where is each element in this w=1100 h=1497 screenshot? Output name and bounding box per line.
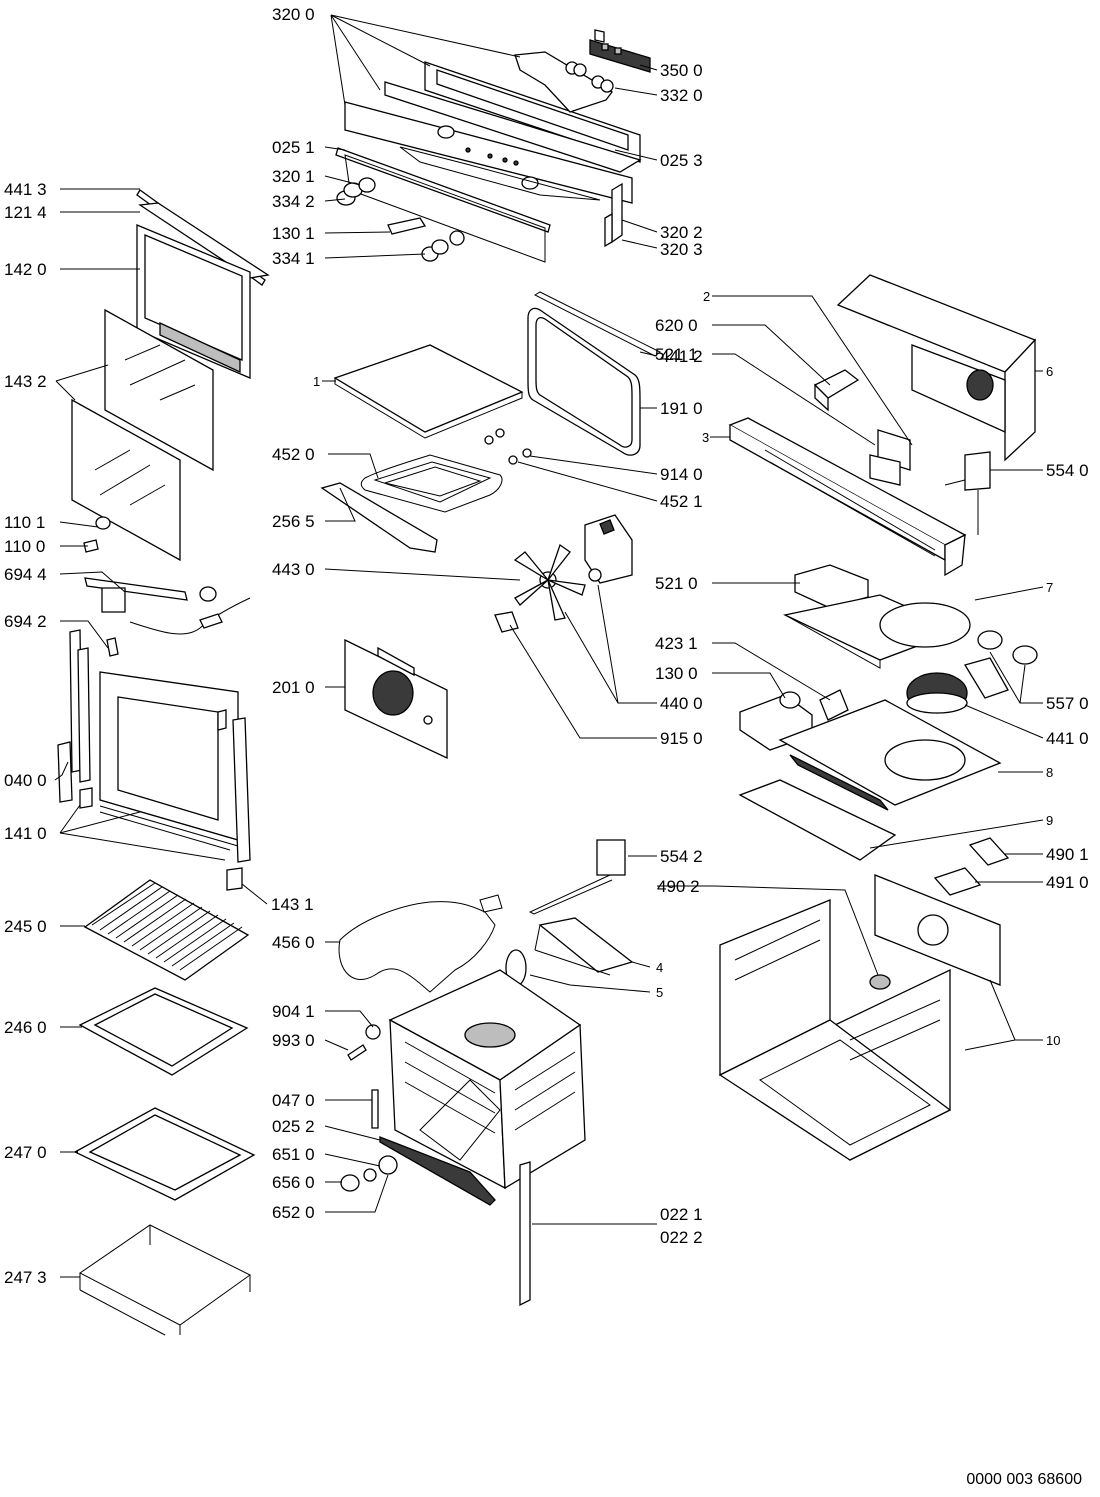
callout-number: 7 — [1046, 580, 1053, 595]
part-label: 334 1 — [272, 249, 315, 268]
callout-number: 6 — [1046, 364, 1053, 379]
part-label: 441 3 — [4, 180, 47, 199]
callout-number: 10 — [1046, 1033, 1060, 1048]
door-assembly — [57, 189, 270, 891]
part-number-labels: 320 0 350 0 332 0 025 1 025 3 320 1 334 … — [4, 5, 1089, 1287]
part-label: 110 1 — [4, 513, 45, 532]
part-label: 320 3 — [660, 240, 703, 259]
document-code: 0000 003 68600 — [966, 1471, 1082, 1488]
callout-number: 8 — [1046, 765, 1053, 780]
part-label: 025 1 — [272, 138, 315, 157]
part-label: 490 1 — [1046, 845, 1089, 864]
part-label: 915 0 — [660, 729, 703, 748]
part-label: 694 2 — [4, 612, 47, 631]
part-label: 247 3 — [4, 1268, 47, 1287]
part-label: 143 1 — [271, 895, 314, 914]
part-label: 025 2 — [272, 1117, 315, 1136]
part-label: 332 0 — [660, 86, 703, 105]
accessories — [73, 879, 256, 1336]
part-label: 914 0 — [660, 465, 703, 484]
part-label: 320 1 — [272, 167, 315, 186]
callout-number: 2 — [703, 289, 710, 304]
part-label: 320 2 — [660, 223, 703, 242]
part-label: 423 1 — [655, 634, 698, 653]
part-label: 130 1 — [272, 224, 315, 243]
part-label: 246 0 — [4, 1018, 47, 1037]
part-label: 554 0 — [1046, 461, 1089, 480]
callout-number: 3 — [702, 430, 709, 445]
part-label: 490 2 — [657, 877, 700, 896]
part-label: 040 0 — [4, 771, 47, 790]
part-label: 245 0 — [4, 917, 47, 936]
control-panel-assembly — [335, 29, 651, 263]
callout-number: 9 — [1046, 813, 1053, 828]
part-label: 334 2 — [272, 192, 315, 211]
part-label: 656 0 — [272, 1173, 315, 1192]
part-label: 191 0 — [660, 399, 703, 418]
part-label: 521 1 — [655, 345, 698, 364]
part-label: 456 0 — [272, 933, 315, 952]
part-label: 620 0 — [655, 316, 698, 335]
part-label: 121 4 — [4, 203, 47, 222]
part-label: 557 0 — [1046, 694, 1089, 713]
part-label: 320 0 — [272, 5, 315, 24]
part-label: 904 1 — [272, 1002, 315, 1021]
part-label: 142 0 — [4, 260, 47, 279]
part-label: 350 0 — [660, 61, 703, 80]
callout-number: 1 — [313, 374, 320, 389]
part-label: 022 2 — [660, 1228, 703, 1247]
part-label: 652 0 — [272, 1203, 315, 1222]
part-label: 022 1 — [660, 1205, 703, 1224]
part-label: 521 0 — [655, 574, 698, 593]
leader-lines — [54, 14, 1044, 1278]
part-label: 491 0 — [1046, 873, 1089, 892]
part-label: 554 2 — [660, 847, 703, 866]
part-label: 993 0 — [272, 1031, 315, 1050]
part-label: 130 0 — [655, 664, 698, 683]
callout-number: 4 — [656, 960, 663, 975]
part-label: 651 0 — [272, 1145, 315, 1164]
part-label: 201 0 — [272, 678, 315, 697]
part-label: 025 3 — [660, 151, 703, 170]
part-label: 247 0 — [4, 1143, 47, 1162]
part-label: 110 0 — [4, 537, 45, 556]
part-label: 443 0 — [272, 560, 315, 579]
outer-casing-parts — [718, 274, 1038, 1161]
cavity-top-parts — [320, 291, 661, 1307]
part-label: 452 1 — [660, 492, 703, 511]
part-label: 141 0 — [4, 824, 47, 843]
callout-number: 5 — [656, 985, 663, 1000]
part-label: 047 0 — [272, 1091, 315, 1110]
part-label: 143 2 — [4, 372, 47, 391]
part-label: 441 0 — [1046, 729, 1089, 748]
part-label: 441 2 — [660, 347, 703, 366]
part-label: 256 5 — [272, 512, 315, 531]
part-label: 440 0 — [660, 694, 703, 713]
part-label: 452 0 — [272, 445, 315, 464]
part-label: 694 4 — [4, 565, 47, 584]
